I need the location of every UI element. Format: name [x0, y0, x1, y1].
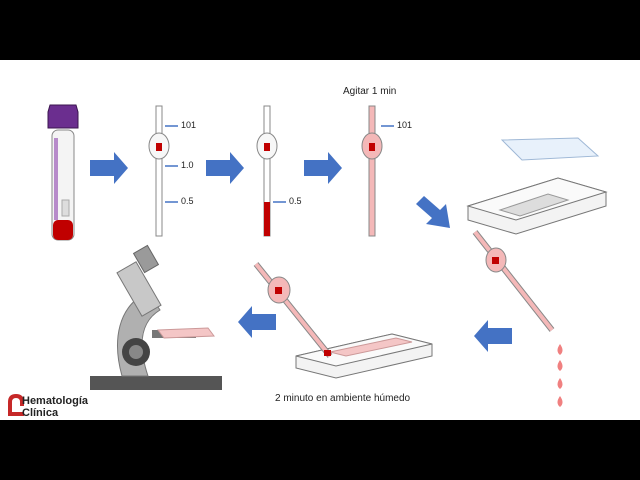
arrow-left-1 [474, 320, 512, 352]
incubation-caption: 2 minuto en ambiente húmedo [275, 393, 411, 404]
counting-chamber [466, 177, 608, 235]
microscope [90, 244, 222, 390]
blood-collection-tube [47, 104, 79, 241]
arrow-right-3 [304, 152, 342, 184]
pipette-empty [148, 105, 170, 237]
logo-line1: Hematología [22, 395, 89, 407]
logo-line2: Clínica [22, 407, 59, 419]
arrow-right-1 [90, 152, 128, 184]
mark-101-pipette3: 101 [397, 120, 413, 130]
pipette-dropping [472, 230, 555, 332]
shake-instruction: Agitar 1 min [343, 86, 397, 97]
diagram-canvas: Agitar 1 min 101 1.0 0.5 0.5 101 2 minut… [0, 60, 640, 420]
arrow-diagonal [416, 196, 450, 228]
pipette-filling [253, 262, 333, 358]
mark-101-pipette1: 101 [181, 120, 197, 130]
logo: Hematología Clínica [2, 393, 122, 423]
chamber-loading [295, 333, 433, 379]
mark-0-5-pipette2: 0.5 [289, 196, 302, 206]
blood-drops [557, 344, 563, 407]
coverslip [500, 137, 600, 161]
pipette-diluted [361, 105, 383, 237]
arrow-right-2 [206, 152, 244, 184]
pipette-blood [256, 105, 278, 237]
arrow-left-2 [238, 306, 276, 338]
logo-icon [8, 394, 24, 416]
procedure-illustration [8, 104, 608, 416]
mark-0-5-pipette1: 0.5 [181, 196, 194, 206]
mark-1-0-pipette1: 1.0 [181, 160, 194, 170]
